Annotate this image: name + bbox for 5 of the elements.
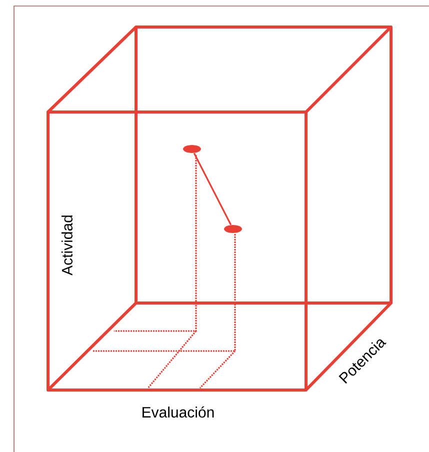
data-point [224, 225, 242, 233]
axis-label: Evaluación [142, 406, 214, 418]
axis-label: Actividad [62, 216, 72, 276]
data-point [183, 145, 201, 153]
connector-line [193, 152, 232, 226]
